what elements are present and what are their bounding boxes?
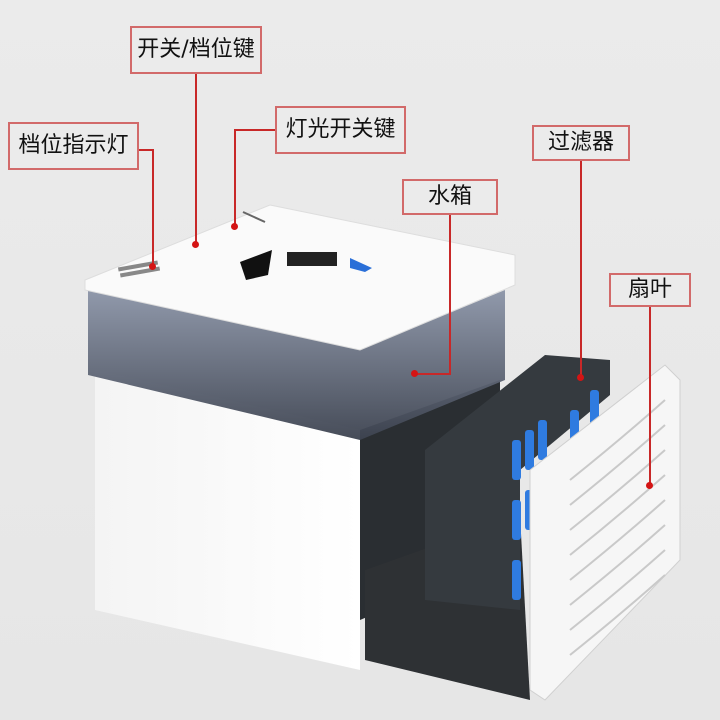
label-text: 开关/档位键 bbox=[137, 37, 255, 62]
marker-dot bbox=[646, 482, 653, 489]
leader-line bbox=[195, 74, 197, 244]
label-text: 灯光开关键 bbox=[285, 117, 396, 142]
label-fan-blade: 扇叶 bbox=[609, 273, 691, 307]
leader-line bbox=[234, 129, 236, 225]
marker-dot bbox=[231, 223, 238, 230]
label-power-gear-button: 开关/档位键 bbox=[130, 26, 262, 74]
label-text: 水箱 bbox=[427, 184, 472, 209]
label-filter: 过滤器 bbox=[532, 125, 630, 161]
marker-dot bbox=[149, 263, 156, 270]
label-text: 扇叶 bbox=[627, 277, 672, 302]
label-text: 过滤器 bbox=[547, 130, 614, 155]
label-text: 档位指示灯 bbox=[18, 133, 129, 158]
marker-dot bbox=[577, 374, 584, 381]
leader-line bbox=[234, 129, 275, 131]
leader-line bbox=[449, 215, 451, 375]
leader-line bbox=[649, 307, 651, 485]
leader-line bbox=[414, 373, 451, 375]
leader-line bbox=[139, 149, 153, 151]
marker-dot bbox=[192, 241, 199, 248]
label-gear-indicator: 档位指示灯 bbox=[8, 122, 139, 170]
label-water-tank: 水箱 bbox=[402, 179, 498, 215]
leader-line bbox=[580, 161, 582, 377]
label-light-switch-button: 灯光开关键 bbox=[275, 106, 406, 154]
leader-line bbox=[152, 149, 154, 266]
marker-dot bbox=[411, 370, 418, 377]
